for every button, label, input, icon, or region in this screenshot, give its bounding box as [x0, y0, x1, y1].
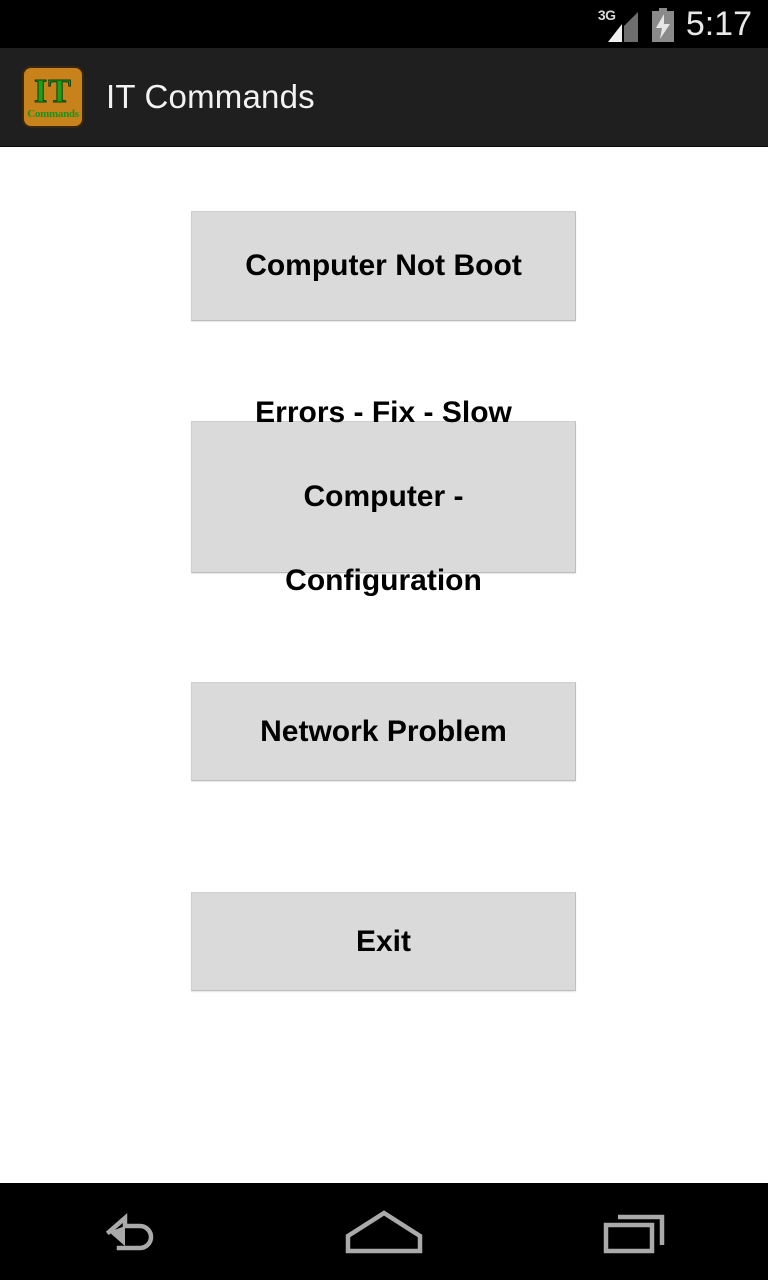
button-label-line-2: Computer -	[303, 480, 464, 513]
system-navigation-bar	[0, 1183, 768, 1280]
button-label: Errors - Fix - Slow Computer - Configura…	[192, 392, 575, 602]
page-title: IT Commands	[106, 78, 315, 115]
back-icon	[105, 1212, 154, 1250]
home-icon	[345, 1209, 423, 1253]
exit-button[interactable]: Exit	[191, 892, 576, 991]
battery-charging-icon	[650, 8, 676, 42]
app-logo-primary-text: IT	[34, 72, 72, 110]
status-bar-clock: 5:17	[685, 5, 752, 43]
main-content: Computer Not Boot Errors - Fix - Slow Co…	[0, 148, 768, 1183]
battery-charging-glyph	[651, 8, 674, 42]
button-label: Network Problem	[260, 714, 507, 748]
network-type-label: 3G	[597, 7, 616, 23]
signal-bars-glyph	[607, 12, 638, 42]
button-label-line-1: Errors - Fix - Slow	[255, 396, 512, 429]
computer-not-boot-button[interactable]: Computer Not Boot	[191, 211, 576, 321]
recents-icon	[603, 1214, 665, 1253]
action-bar: IT Commands IT Commands	[0, 48, 768, 147]
errors-fix-slow-computer-configuration-button[interactable]: Errors - Fix - Slow Computer - Configura…	[191, 396, 576, 597]
app-logo-icon: IT Commands	[22, 66, 84, 128]
status-bar-indicators: 3G 5:17	[598, 0, 752, 48]
signal-bars-icon: 3G	[598, 8, 640, 42]
button-label: Computer Not Boot	[245, 249, 522, 282]
button-label-line-3: Configuration	[285, 564, 482, 597]
status-bar: 3G 5:17	[0, 0, 768, 48]
network-problem-button[interactable]: Network Problem	[191, 682, 576, 781]
button-label: Exit	[355, 924, 412, 958]
home-button[interactable]	[256, 1183, 512, 1280]
back-button[interactable]	[0, 1183, 256, 1280]
recents-button[interactable]	[512, 1183, 768, 1280]
app-logo-secondary-text: Commands	[27, 107, 79, 120]
